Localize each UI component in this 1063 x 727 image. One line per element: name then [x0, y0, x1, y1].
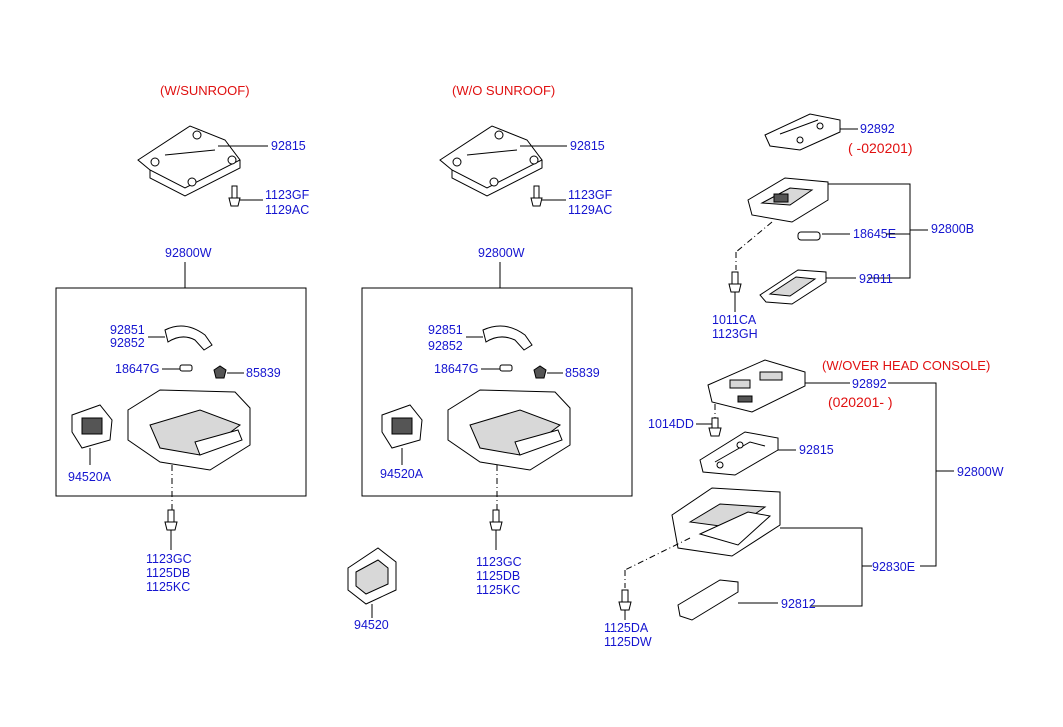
clip-85839-left [213, 365, 227, 379]
leader [735, 221, 773, 253]
bracket-line [828, 183, 911, 279]
bracket-line [888, 382, 937, 567]
label-1129ac: 1129AC [265, 203, 309, 217]
bolt-middle-top [530, 185, 543, 207]
label-92851: 92851 [110, 323, 145, 337]
label-1125kc: 1125KC [476, 583, 520, 597]
label-94520a: 94520A [68, 470, 112, 484]
label-1125da: 1125DA [604, 621, 649, 635]
bracket-line [780, 527, 863, 607]
module-94520a-middle [381, 404, 423, 449]
label-92852: 92852 [110, 336, 145, 350]
bulb-18647g-middle [499, 364, 513, 372]
lamp-housing-left [127, 389, 251, 471]
label-92815: 92815 [271, 139, 306, 153]
label-92800w: 92800W [957, 465, 1004, 479]
label-18645e: 18645E [853, 227, 896, 241]
label-94520a: 94520A [380, 467, 424, 481]
label-1123gf: 1123GF [568, 188, 613, 202]
screw-1011ca [728, 271, 742, 293]
lens-92851-middle [482, 325, 533, 351]
screw-1014dd [708, 417, 722, 437]
label-1123gc: 1123GC [476, 555, 522, 569]
label-1125db: 1125DB [476, 569, 520, 583]
module-94520a-left [71, 404, 113, 449]
note-over-head-console: (W/OVER HEAD CONSOLE) [822, 358, 990, 373]
label-92811: 92811 [859, 272, 893, 286]
label-92892: 92892 [852, 377, 887, 391]
bracket-92815-middle [439, 125, 543, 197]
lens-92851-left [164, 325, 213, 351]
clip-85839-middle [533, 365, 547, 379]
label-92851: 92851 [428, 323, 463, 337]
label-1011ca: 1011CA [712, 313, 757, 327]
assembly-box-left [55, 287, 307, 497]
label-1125db: 1125DB [146, 566, 190, 580]
label-85839: 85839 [565, 366, 600, 380]
label-94520: 94520 [354, 618, 389, 632]
label-85839: 85839 [246, 366, 281, 380]
console-92830e [671, 487, 781, 557]
label-1129ac: 1129AC [568, 203, 612, 217]
label-92852: 92852 [428, 339, 463, 353]
label-1125dw: 1125DW [604, 635, 652, 649]
lens-92811 [759, 269, 827, 305]
label-92815: 92815 [799, 443, 834, 457]
note-date-from: (020201- ) [828, 394, 893, 410]
bracket-92815-left [137, 125, 241, 197]
screw-left-bottom [164, 509, 178, 531]
label-92815: 92815 [570, 139, 605, 153]
label-1125kc: 1125KC [146, 580, 190, 594]
bulb-18645e [797, 231, 821, 241]
lamp-housing-middle [447, 389, 571, 471]
label-1123gf: 1123GF [265, 188, 310, 202]
bracket-92815-right [699, 431, 779, 476]
label-1123gh: 1123GH [712, 327, 758, 341]
note-with-sunroof: (W/SUNROOF) [160, 83, 250, 98]
label-1014dd: 1014DD [648, 417, 694, 431]
bracket-92892-top [764, 113, 841, 151]
bulb-18647g-left [179, 364, 193, 372]
note-without-sunroof: (W/O SUNROOF) [452, 83, 555, 98]
screw-1125da [618, 589, 632, 611]
label-18647g: 18647G [115, 362, 159, 376]
bolt-left-top [228, 185, 241, 207]
note-date-to: ( -020201) [848, 140, 913, 156]
label-92800b: 92800B [931, 222, 974, 236]
module-94520 [347, 547, 397, 605]
label-18647g: 18647G [434, 362, 478, 376]
label-92812: 92812 [781, 597, 816, 611]
label-92830e: 92830E [872, 560, 915, 574]
bracket-92892-bottom [707, 359, 806, 413]
label-92892: 92892 [860, 122, 895, 136]
screw-middle-bottom [489, 509, 503, 531]
label-92800w: 92800W [478, 246, 525, 260]
label-1123gc: 1123GC [146, 552, 192, 566]
label-92800w: 92800W [165, 246, 212, 260]
lens-92812 [677, 579, 739, 621]
lamp-92800b [747, 177, 829, 223]
